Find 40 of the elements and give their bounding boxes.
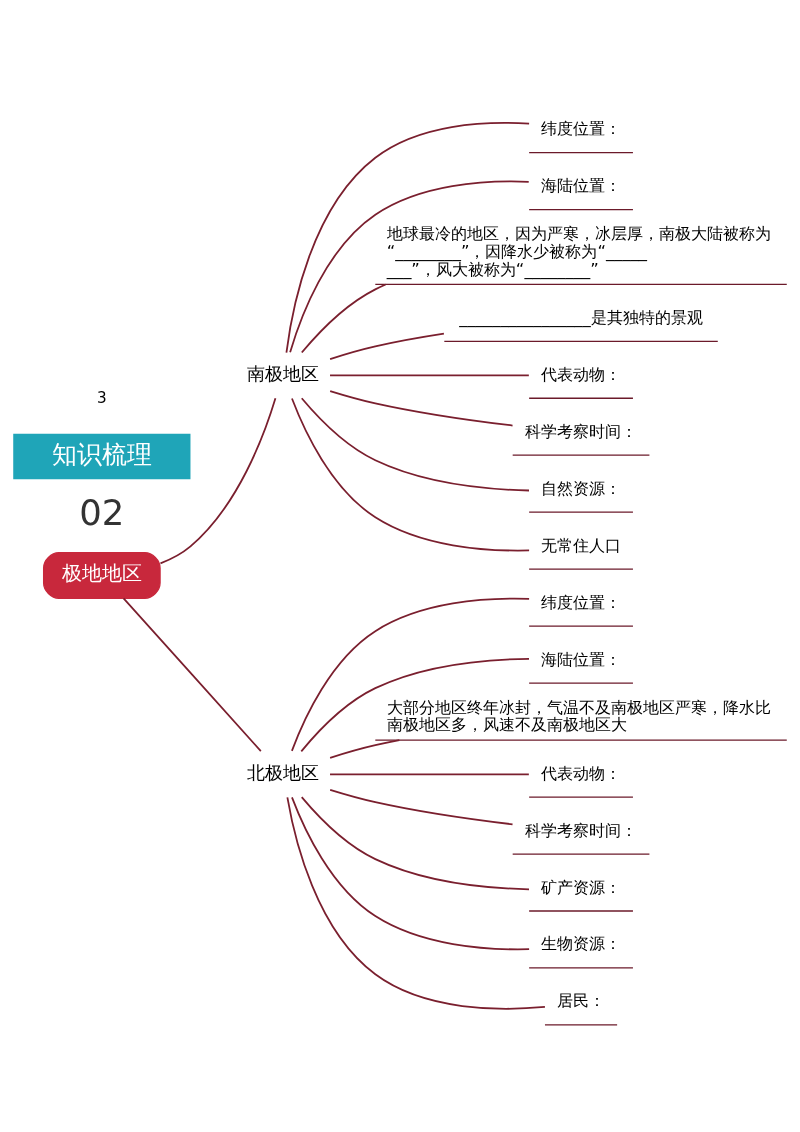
node-text: 自然资源： <box>541 478 622 498</box>
connector <box>291 597 530 752</box>
node-box: 极地地区 <box>42 552 161 599</box>
node-text: 南极地区 <box>246 364 319 385</box>
node-text: 代表动物： <box>541 763 622 783</box>
connector <box>300 283 387 354</box>
connector <box>286 796 546 1010</box>
node-text: 纬度位置： <box>541 592 622 612</box>
node-text: 纬度位置： <box>541 119 622 139</box>
connector <box>329 788 514 826</box>
connector <box>122 597 262 752</box>
label: 02 <box>79 491 125 533</box>
node-text: 科学考察时间： <box>525 820 638 840</box>
connector <box>291 796 530 951</box>
node-text: 矿产资源： <box>541 877 622 897</box>
connector <box>159 397 277 565</box>
node-text: 无常住人口 <box>541 535 622 555</box>
connector <box>329 773 530 776</box>
connector <box>300 397 530 492</box>
connector <box>289 180 530 354</box>
connector <box>291 397 530 552</box>
label: 知识梳理 <box>51 438 152 469</box>
connector <box>300 796 530 891</box>
node-text: 海陆位置： <box>541 649 622 669</box>
connector <box>329 739 401 759</box>
node-text: 大部分地区终年冰封，气温不及南极地区严寒，降水比南极地区多，风速不及南极地区大 <box>386 697 771 735</box>
connector <box>300 657 530 753</box>
label: 3 <box>97 389 107 408</box>
node-text: 北极地区 <box>246 762 319 783</box>
connector <box>285 121 530 354</box>
node-text: 代表动物： <box>541 364 622 384</box>
connector <box>329 332 445 360</box>
node-text: 生物资源： <box>541 934 622 954</box>
node-text: 科学考察时间： <box>525 421 638 441</box>
node-text: 地球最冷的地区，因为严寒，冰层厚，南极大陆被称为“________”，因降水少被称为“________”，风大被称为“________” <box>386 224 771 279</box>
node-text: 海陆位置： <box>541 176 622 196</box>
connector <box>329 374 530 377</box>
connector <box>329 390 514 427</box>
node-text: ________________是其独特的景观 <box>459 307 703 327</box>
node-text: 居民： <box>557 991 606 1011</box>
